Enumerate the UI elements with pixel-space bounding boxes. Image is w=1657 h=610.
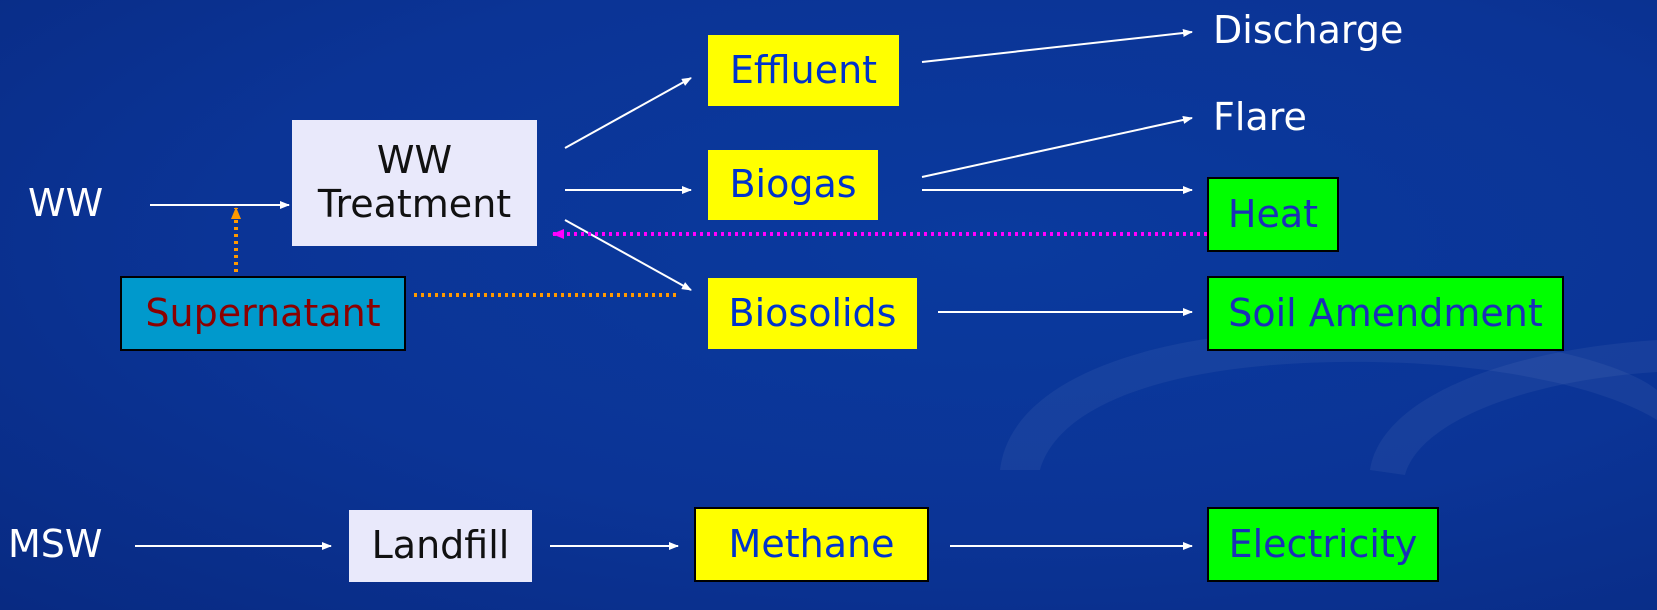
ww-treatment-line2: Treatment — [317, 182, 512, 226]
flare-label: Flare — [1213, 95, 1307, 139]
soil-amendment-box: Soil Amendment — [1207, 276, 1564, 351]
landfill-box: Landfill — [349, 510, 532, 582]
biogas-box: Biogas — [708, 150, 878, 220]
ww-treatment-line1: WW — [376, 138, 453, 183]
supernatant-box: Supernatant — [120, 276, 406, 351]
ww-treatment-box: WW Treatment — [292, 120, 537, 246]
electricity-box: Electricity — [1207, 507, 1439, 582]
msw-label: MSW — [8, 522, 103, 566]
arrow-effluent-to-discharge — [921, 29, 1193, 63]
discharge-label: Discharge — [1213, 8, 1404, 52]
arrow-treatment-to-biosolids — [564, 219, 692, 291]
effluent-box: Effluent — [708, 35, 899, 106]
arrow-biogas-to-flare — [921, 116, 1193, 178]
ww-label: WW — [28, 181, 104, 225]
methane-box: Methane — [694, 507, 929, 582]
heat-box: Heat — [1207, 177, 1339, 252]
biosolids-box: Biosolids — [708, 278, 917, 349]
arrow-treatment-to-effluent — [564, 77, 692, 149]
